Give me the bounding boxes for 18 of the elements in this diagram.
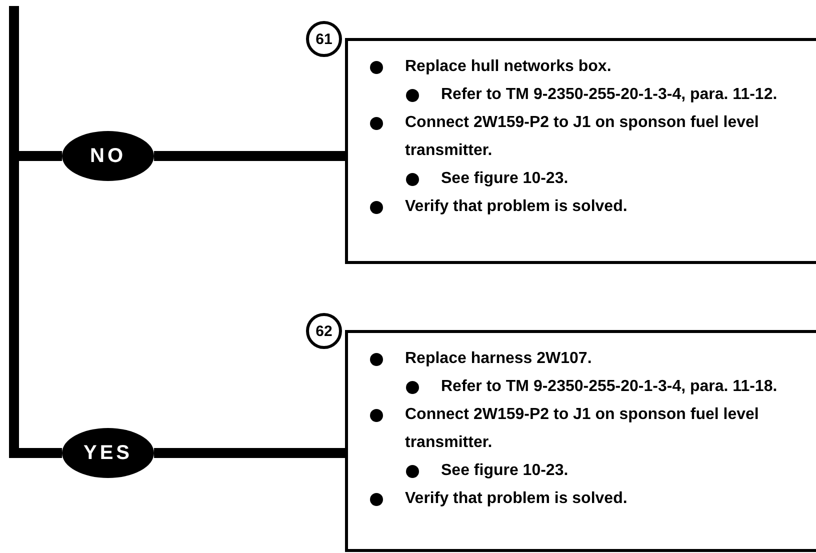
connector-line [154, 151, 345, 161]
instruction-text: Connect 2W159-P2 to J1 on sponson fuel level transmitter. [405, 405, 760, 453]
instruction-text: Replace hull networks box. [405, 57, 612, 77]
instruction-text: Replace harness 2W107. [405, 349, 593, 369]
step-number-circle: 62 [306, 313, 342, 349]
instruction-text: Refer to TM 9-2350-255-20-1-3-4, para. 11-12. [441, 85, 778, 105]
decision-oval: NO [62, 131, 154, 181]
instruction-text: Verify that problem is solved. [405, 489, 628, 509]
instruction-text: Verify that problem is solved. [405, 197, 628, 217]
instruction-text: See figure 10-23. [441, 461, 570, 481]
step-box [345, 330, 816, 552]
instruction-text: Connect 2W159-P2 to J1 on sponson fuel level transmitter. [405, 113, 760, 161]
instruction-text: Refer to TM 9-2350-255-20-1-3-4, para. 11-18. [441, 377, 778, 397]
step-box [345, 38, 816, 264]
connector-line [154, 448, 345, 458]
step-number-circle: 61 [306, 21, 342, 57]
instruction-text: See figure 10-23. [441, 169, 570, 189]
decision-oval: YES [62, 428, 154, 478]
